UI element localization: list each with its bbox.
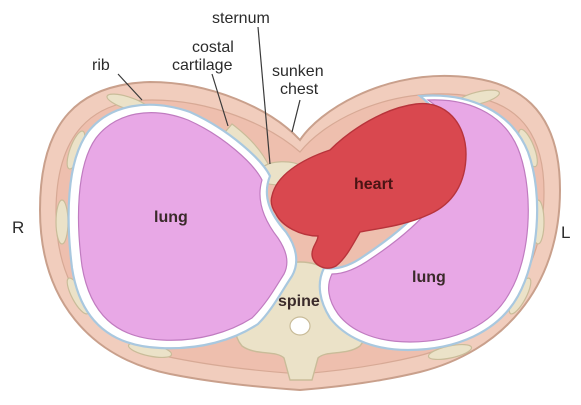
- sunken-label-line2: chest: [280, 81, 319, 98]
- spine-label: spine: [278, 293, 320, 310]
- rib-label: rib: [92, 57, 110, 74]
- side-right-label: R: [12, 218, 24, 237]
- spinal-canal: [290, 317, 310, 335]
- costal-label-line2: cartilage: [172, 57, 233, 74]
- sunken-chest-leader: [292, 100, 300, 132]
- rib-segment: [56, 200, 68, 244]
- sunken-label-line1: sunken: [272, 63, 324, 80]
- lung-left-label: lung: [412, 269, 446, 286]
- sternum-label: sternum: [212, 10, 270, 27]
- costal-label-line1: costal: [192, 39, 234, 56]
- side-left-label: L: [561, 223, 570, 242]
- heart-label: heart: [354, 176, 394, 193]
- lung-right-label: lung: [154, 209, 188, 226]
